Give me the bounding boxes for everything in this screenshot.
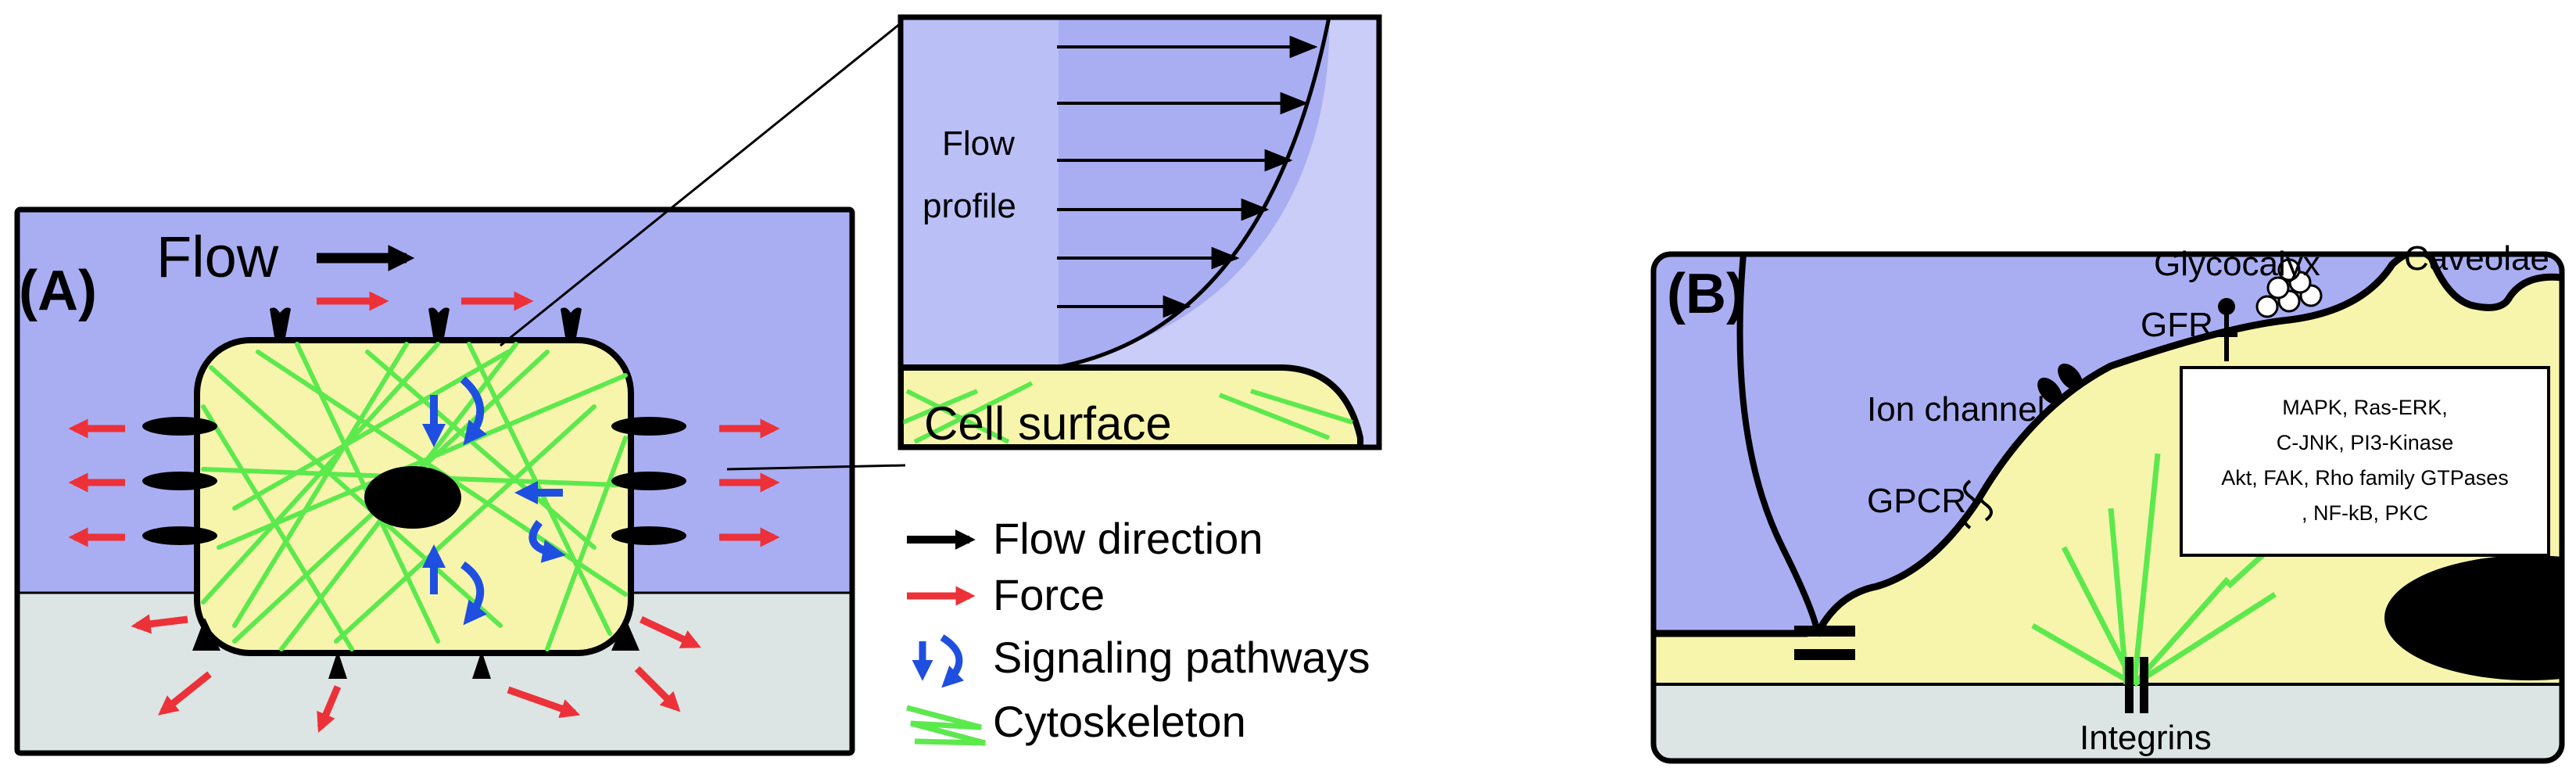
force-arrows [68,291,780,733]
zoom-lines [500,18,906,471]
legend-item-signaling: Signaling pathways [912,633,1370,688]
panel-a-frame [14,206,855,756]
integrins-label: Integrins [2080,719,2212,757]
signaling-icons [422,376,566,626]
panel-a: (A) Flow [14,206,855,756]
legend-item-cytoskeleton: Cytoskeleton [906,697,1246,746]
panel-a-label: (A) [19,260,97,322]
lateral-junctions [142,417,686,545]
lumen-region [1653,254,2562,633]
nucleus [364,466,461,529]
panel-b: MAPK, Ras-ERK, C-JNK, PI3-Kinase Akt, FA… [1650,239,2565,764]
junction-b [1794,626,1855,660]
cell-membrane [1653,254,2562,637]
inset-frame [897,14,1382,450]
pathway-line-3: Akt, FAK, Rho family GTPases [2221,466,2509,490]
svg-text:Force: Force [993,570,1105,619]
pathway-box [2180,366,2550,557]
legend-item-flow: Flow direction [907,514,1263,563]
pathway-line-2: C-JNK, PI3-Kinase [2277,431,2454,454]
ion-channel [2037,363,2083,405]
velocity-vectors [1057,35,1318,318]
caveolae-label: Caveolae [2404,239,2549,278]
pathway-line-4: , NF-kB, PKC [2302,501,2428,525]
gfr-receptor [2214,298,2237,361]
gpcr-label: GPCR [1867,482,1966,520]
apical-receptors [270,307,582,342]
flow-profile-label-line1: Flow [942,124,1015,163]
legend-item-force: Force [907,570,1105,619]
gfr-label: GFR [2141,306,2213,344]
panel-b-frame [1650,251,2565,764]
flow-profile-label-line2: profile [923,187,1016,225]
flow-profile-inset: Flow profile Cell surface [897,14,1382,450]
cytoskeleton-b [2031,453,2277,687]
basal-adhesions [192,618,640,679]
substrate-region-b [1653,684,2562,761]
legend: Flow direction Force Signaling pathways … [906,514,1370,746]
svg-text:Cytoskeleton: Cytoskeleton [993,697,1246,746]
glycocalyx-label: Glycocalyx [2154,245,2320,283]
gpcr [1963,479,1993,529]
nucleus-b [2384,555,2562,680]
panel-b-label: (B) [1667,263,1745,325]
flow-label: Flow [156,224,279,289]
pathway-line-1: MAPK, Ras-ERK, [2282,396,2448,419]
ion-channel-label: Ion channel [1867,390,2045,429]
svg-text:Signaling pathways: Signaling pathways [993,633,1370,682]
caveolae-glycocalyx [2255,258,2323,318]
cell-surface-label: Cell surface [924,397,1172,450]
svg-text:Flow direction: Flow direction [993,514,1263,563]
cell-edge-left [1736,254,1821,634]
integrin-b [2125,657,2148,713]
